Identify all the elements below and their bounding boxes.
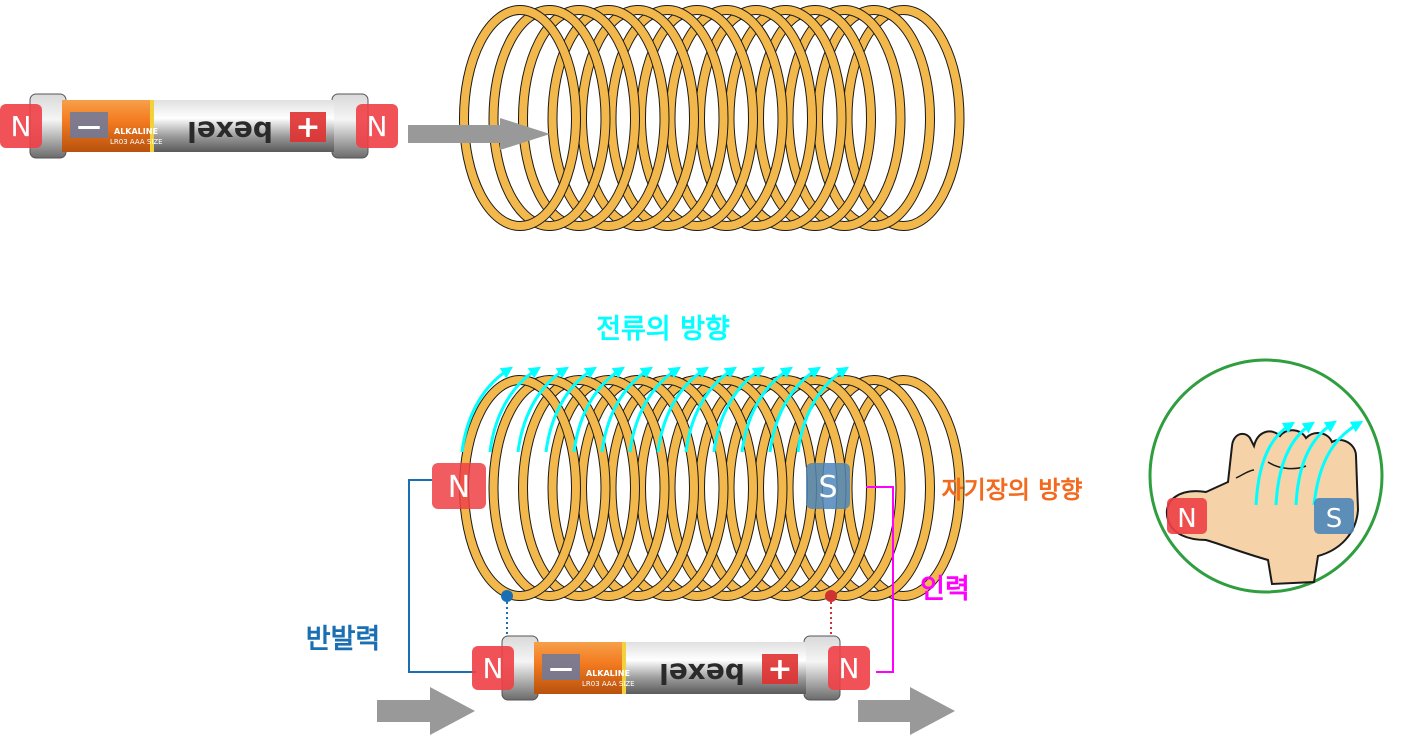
coil-loop [606, 375, 729, 601]
current-arrow [488, 366, 542, 453]
svg-text:N: N [11, 110, 32, 143]
current-arrow [460, 366, 514, 453]
arrow-right-icon [858, 687, 955, 735]
current-arrow [572, 366, 626, 453]
coil-loop [783, 5, 906, 231]
svg-text:LR03 AAA SIZE: LR03 AAA SIZE [110, 138, 163, 146]
current-arrows [460, 366, 850, 453]
current-direction-label: 전류의 방향 [596, 314, 730, 345]
coil-loop [518, 5, 640, 231]
coil-loop [636, 5, 758, 231]
svg-text:N: N [839, 652, 860, 685]
coil-loop [754, 5, 876, 231]
coil-loop [577, 5, 699, 231]
repulsion-bracket [408, 479, 476, 673]
svg-text:—: — [549, 654, 573, 682]
battery-north-pole-left: N [0, 104, 42, 148]
svg-text:LR03 AAA SIZE: LR03 AAA SIZE [582, 680, 635, 688]
svg-text:bexel: bexel [659, 657, 745, 690]
svg-text:N: N [483, 652, 504, 685]
coil-loop [665, 5, 788, 231]
blue-dot [501, 590, 513, 602]
battery-north-pole-left: N [472, 646, 514, 690]
svg-text:N: N [448, 470, 470, 505]
battery-bottom: — bexel ALKALINE LR03 AAA SIZE + N N [472, 635, 870, 701]
svg-text:+: + [767, 652, 792, 687]
svg-text:S: S [818, 470, 837, 505]
right-hand-rule-icon: N S [1148, 358, 1384, 594]
coil-loop [636, 375, 758, 601]
coil-loop [547, 5, 670, 231]
current-arrow [684, 366, 738, 453]
battery-top: — bexel ALKALINE LR03 AAA SIZE + N N [0, 93, 398, 159]
coil-north-pole: N [432, 463, 486, 509]
battery-north-pole-right: N [828, 646, 870, 690]
coil-loop [665, 375, 788, 601]
arrow-right-icon [377, 687, 475, 735]
svg-text:N: N [1177, 504, 1196, 534]
red-dot [825, 590, 837, 602]
svg-text:bexel: bexel [187, 115, 273, 148]
current-arrow [516, 366, 570, 453]
battery-north-pole-right: N [356, 104, 398, 148]
attraction-bracket [866, 486, 894, 673]
coil-top [459, 5, 965, 231]
current-arrow [740, 366, 794, 453]
current-arrow [796, 366, 850, 453]
field-direction-label: 자기장의 방향 [942, 476, 1083, 504]
current-arrow [544, 366, 598, 453]
coil-loop [842, 5, 965, 231]
current-arrow [600, 366, 654, 453]
attraction-label: 인력 [920, 574, 970, 605]
current-arrow [656, 366, 710, 453]
coil-loop [813, 5, 935, 231]
coil-loop [459, 5, 581, 231]
coil-loop [577, 375, 699, 601]
current-arrow [628, 366, 682, 453]
coil-loop [724, 5, 847, 231]
coil-south-pole: S [806, 463, 850, 509]
current-arrow [712, 366, 766, 453]
svg-text:S: S [1326, 504, 1343, 534]
repulsion-label: 반발력 [306, 624, 381, 655]
current-arrow [768, 366, 822, 453]
svg-text:+: + [295, 110, 320, 145]
svg-text:ALKALINE: ALKALINE [586, 669, 630, 678]
coil-loop [783, 375, 906, 601]
coil-loop [488, 5, 611, 231]
arrow-right-icon [408, 118, 550, 150]
coil-loop [606, 5, 729, 231]
svg-text:ALKALINE: ALKALINE [114, 127, 158, 136]
svg-text:—: — [77, 112, 101, 140]
svg-text:N: N [367, 110, 388, 143]
coil-loop [695, 5, 817, 231]
